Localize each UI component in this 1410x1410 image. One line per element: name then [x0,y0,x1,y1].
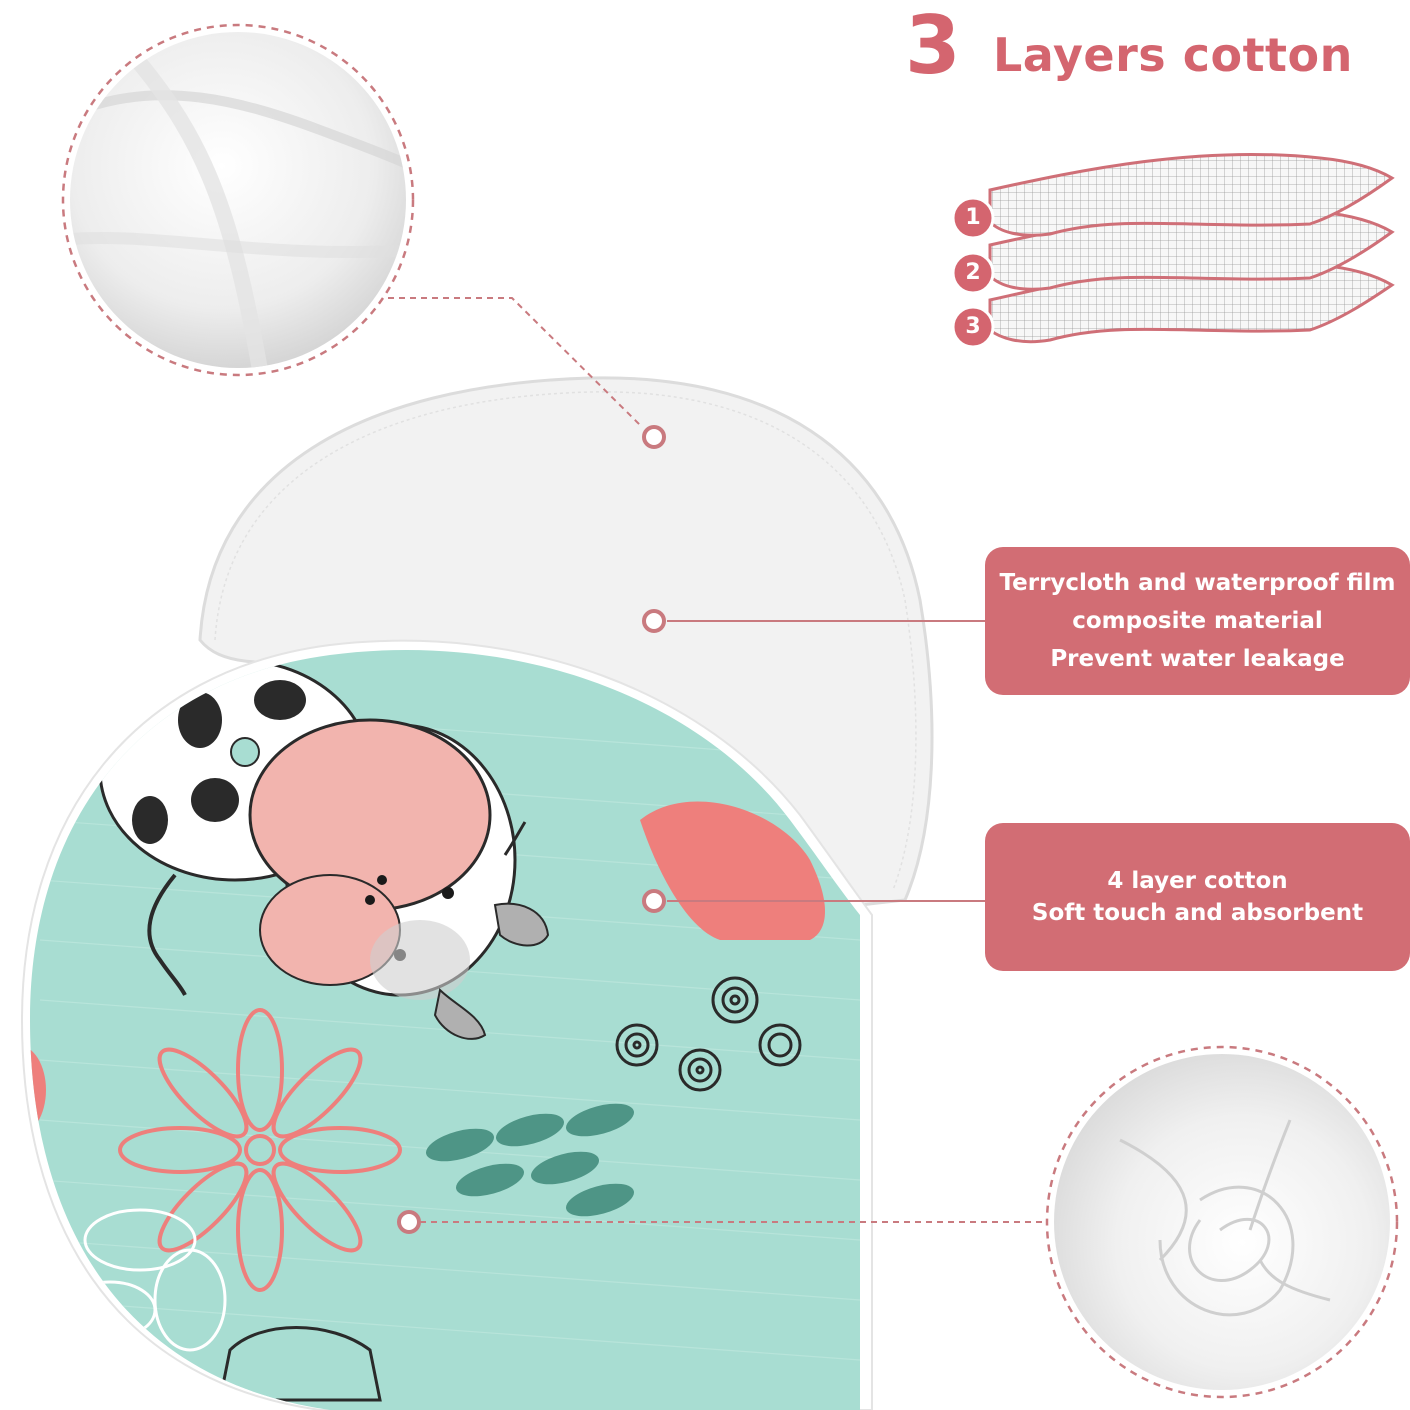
callout-cotton: 4 layer cotton Soft touch and absorbent [985,823,1410,971]
layer-number-badges [951,196,995,349]
bib-front-layer [20,639,873,1410]
layer-number-3: 3 [965,314,981,339]
callout-terrycloth-line-2: composite material [1072,608,1323,634]
callout-cotton-line-1: 4 layer cotton [1107,868,1288,894]
callout-terrycloth: Terrycloth and waterproof film composite… [985,547,1410,695]
layer-number-2: 2 [965,260,981,285]
callout-cotton-line-2: Soft touch and absorbent [1031,900,1364,926]
connector-solid-lines [667,620,985,902]
layer-number-1: 1 [965,205,981,230]
connector-lines [388,297,1048,1223]
connector-dots [397,425,666,1234]
layer-sheets [988,152,1395,344]
terry-detail-circle [61,23,415,377]
heading-number: 3 [905,0,961,92]
muslin-detail-circle [1045,1045,1399,1399]
callout-terrycloth-line-1: Terrycloth and waterproof film [999,570,1396,596]
heading-text: Layers cotton [993,28,1353,82]
callout-terrycloth-line-3: Prevent water leakage [1050,646,1345,672]
layers-heading: 3 Layers cotton [905,0,1385,100]
